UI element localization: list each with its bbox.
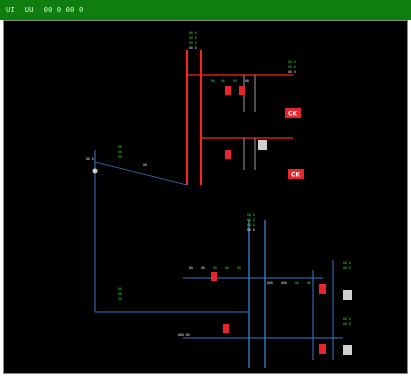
- label-right-2: 00 0: [343, 266, 351, 270]
- label-right-4: 00 0: [343, 322, 351, 326]
- substation-upper-label: CK: [288, 111, 297, 118]
- label-breaker-4: 00: [245, 79, 249, 83]
- label-lower-top-4: 00 0: [247, 228, 255, 232]
- label-lower-top-3: 00 0: [247, 223, 255, 227]
- label-mid-right-1: 00 0: [288, 60, 296, 64]
- left-link: [94, 161, 188, 186]
- label-right-3: 00 0: [343, 317, 351, 321]
- label-lower-left-3: 00: [118, 297, 122, 301]
- label-breaker-2: 00: [221, 79, 225, 83]
- label-lower-left-2: 00: [118, 292, 122, 296]
- label-left-4: 00: [143, 163, 147, 167]
- lower-breaker-2[interactable]: [223, 324, 229, 333]
- breaker-2[interactable]: [239, 86, 245, 95]
- breaker-3[interactable]: [225, 150, 231, 159]
- label-right-values: 00 0 00 0 00 0 00 0: [343, 261, 351, 326]
- label-top-3: 00 0: [189, 41, 197, 45]
- label-right-1: 00 0: [343, 261, 351, 265]
- breaker-1[interactable]: [225, 86, 231, 95]
- label-right-row-3: 00: [295, 281, 299, 285]
- title-view: 00 0 00 0: [43, 6, 84, 14]
- label-feeder-left: 000 00: [178, 333, 190, 337]
- label-left-values: 00 00 00 00: [118, 145, 147, 167]
- label-left-3: 00: [118, 155, 122, 159]
- label-cluster-top: 00 0 00 0 00 0 00 0: [189, 31, 197, 50]
- title-bar[interactable]: UI UU 00 0 00 0: [0, 0, 411, 20]
- label-lower-row-2: 00: [201, 266, 205, 270]
- label-cluster-mid-right: 00 0 00 0 00 0: [288, 60, 296, 74]
- label-top-2: 00 0: [189, 36, 197, 40]
- left-node-label: 00 0: [86, 157, 94, 161]
- label-lower-row-5: 00: [237, 266, 241, 270]
- label-top-1: 00 0: [189, 31, 197, 35]
- label-lower-top-2: 00 0: [247, 218, 255, 222]
- substation-lower-label: CK: [291, 172, 300, 179]
- label-breaker-row: 00 00 00 00: [211, 79, 249, 83]
- label-lower-left-1: 00: [118, 287, 122, 291]
- label-lower-row-4: 00: [225, 266, 229, 270]
- label-mid-right-3: 00 0: [288, 70, 296, 74]
- lower-switch-2[interactable]: [343, 345, 352, 355]
- label-lower-top: 00 0 00 0 00 0 00 0: [247, 213, 255, 232]
- label-breaker-3: 00: [233, 79, 237, 83]
- label-lower-top-1: 00 0: [247, 213, 255, 217]
- label-breaker-1: 00: [211, 79, 215, 83]
- label-top-4: 00 0: [189, 46, 197, 50]
- lower-breaker-3[interactable]: [319, 284, 326, 294]
- left-node[interactable]: [92, 168, 98, 174]
- label-left-2: 00: [118, 150, 122, 154]
- label-right-row: 000 000 00 00: [267, 281, 311, 285]
- label-lower-row-1: 00: [189, 266, 193, 270]
- label-right-row-1: 000: [267, 281, 273, 285]
- label-left-1: 00: [118, 145, 122, 149]
- label-mid-right-2: 00 0: [288, 65, 296, 69]
- substation-lower-box[interactable]: [288, 169, 304, 179]
- single-line-diagram[interactable]: CK CK 00 0 00 0 00 0 00 0 00 0 00 0 00 0…: [3, 20, 408, 374]
- lower-switch-1[interactable]: [343, 290, 352, 300]
- label-lower-left: 00 00 00: [118, 287, 122, 301]
- lower-breaker-4[interactable]: [319, 344, 326, 354]
- lower-breaker-1[interactable]: [211, 272, 217, 281]
- title-app: UI: [6, 6, 15, 14]
- label-right-row-2: 000: [281, 281, 287, 285]
- switch-white[interactable]: [258, 140, 267, 150]
- diagram-frame: [3, 20, 408, 374]
- label-lower-row-3: 00: [213, 266, 217, 270]
- substation-upper-box[interactable]: [285, 108, 301, 118]
- label-right-row-4: 00: [307, 281, 311, 285]
- title-path: UU: [24, 6, 34, 14]
- label-lower-row: 00 00 00 00 00: [189, 266, 241, 270]
